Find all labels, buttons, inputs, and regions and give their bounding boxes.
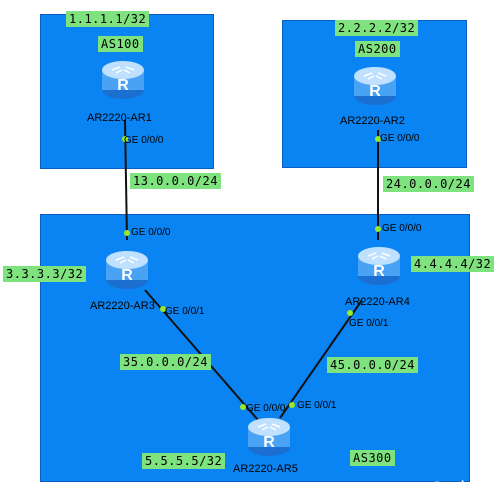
port-dot-ar5-ge001 bbox=[289, 402, 295, 408]
port-dot-ar3-ge001 bbox=[160, 306, 166, 312]
router-name-ar1: AR2220-AR1 bbox=[87, 112, 152, 124]
as200-label: AS200 bbox=[355, 41, 400, 57]
port-ar4-ge000: GE 0/0/0 bbox=[382, 223, 422, 234]
subnet-ar2-ar4: 24.0.0.0/24 bbox=[383, 176, 474, 192]
router-icon-ar3[interactable]: R bbox=[104, 246, 150, 292]
port-ar4-ge001: GE 0/0/1 bbox=[349, 318, 389, 329]
port-ar2-ge000: GE 0/0/0 bbox=[380, 133, 420, 144]
port-dot-ar3-ge000 bbox=[124, 230, 130, 236]
svg-text:R: R bbox=[121, 267, 133, 284]
port-dot-ar5-ge000 bbox=[240, 404, 246, 410]
router-name-ar4: AR2220-AR4 bbox=[345, 296, 410, 308]
port-dot-ar4-ge000 bbox=[375, 226, 381, 232]
loopback-ar1: 1.1.1.1/32 bbox=[66, 11, 150, 27]
svg-text:R: R bbox=[117, 77, 129, 94]
svg-text:R: R bbox=[263, 434, 275, 451]
loopback-ar3: 3.3.3.3/32 bbox=[3, 266, 87, 282]
as100-label: AS100 bbox=[98, 36, 143, 52]
port-dot-ar2-ge000 bbox=[375, 136, 381, 142]
port-dot-ar1-ge000 bbox=[122, 136, 128, 142]
router-name-ar2: AR2220-AR2 bbox=[340, 115, 405, 127]
watermark: CSDN @一个F啊 bbox=[389, 479, 490, 494]
router-name-ar5: AR2220-AR5 bbox=[233, 463, 298, 475]
loopback-ar5: 5.5.5.5/32 bbox=[142, 453, 226, 469]
loopback-ar2: 2.2.2.2/32 bbox=[335, 20, 419, 36]
svg-text:R: R bbox=[369, 83, 381, 100]
router-icon-ar2[interactable]: R bbox=[352, 62, 398, 108]
svg-text:R: R bbox=[373, 263, 385, 280]
router-icon-ar5[interactable]: R bbox=[246, 413, 292, 459]
port-ar3-ge000: GE 0/0/0 bbox=[131, 227, 171, 238]
port-ar5-ge000: GE 0/0/0 bbox=[246, 403, 286, 414]
loopback-ar4: 4.4.4.4/32 bbox=[411, 256, 495, 272]
port-ar5-ge001: GE 0/0/1 bbox=[297, 400, 337, 411]
router-icon-ar1[interactable]: R bbox=[100, 56, 146, 102]
router-icon-ar4[interactable]: R bbox=[356, 242, 402, 288]
subnet-ar4-ar5: 45.0.0.0/24 bbox=[327, 357, 418, 373]
subnet-ar3-ar5: 35.0.0.0/24 bbox=[120, 354, 211, 370]
port-ar1-ge000: GE 0/0/0 bbox=[124, 135, 164, 146]
router-name-ar3: AR2220-AR3 bbox=[90, 300, 155, 312]
link-ar4-ar5 bbox=[279, 299, 363, 419]
as300-label: AS300 bbox=[350, 450, 395, 466]
subnet-ar1-ar3: 13.0.0.0/24 bbox=[130, 173, 221, 189]
port-dot-ar4-ge001 bbox=[347, 310, 353, 316]
port-ar3-ge001: GE 0/0/1 bbox=[165, 306, 205, 317]
